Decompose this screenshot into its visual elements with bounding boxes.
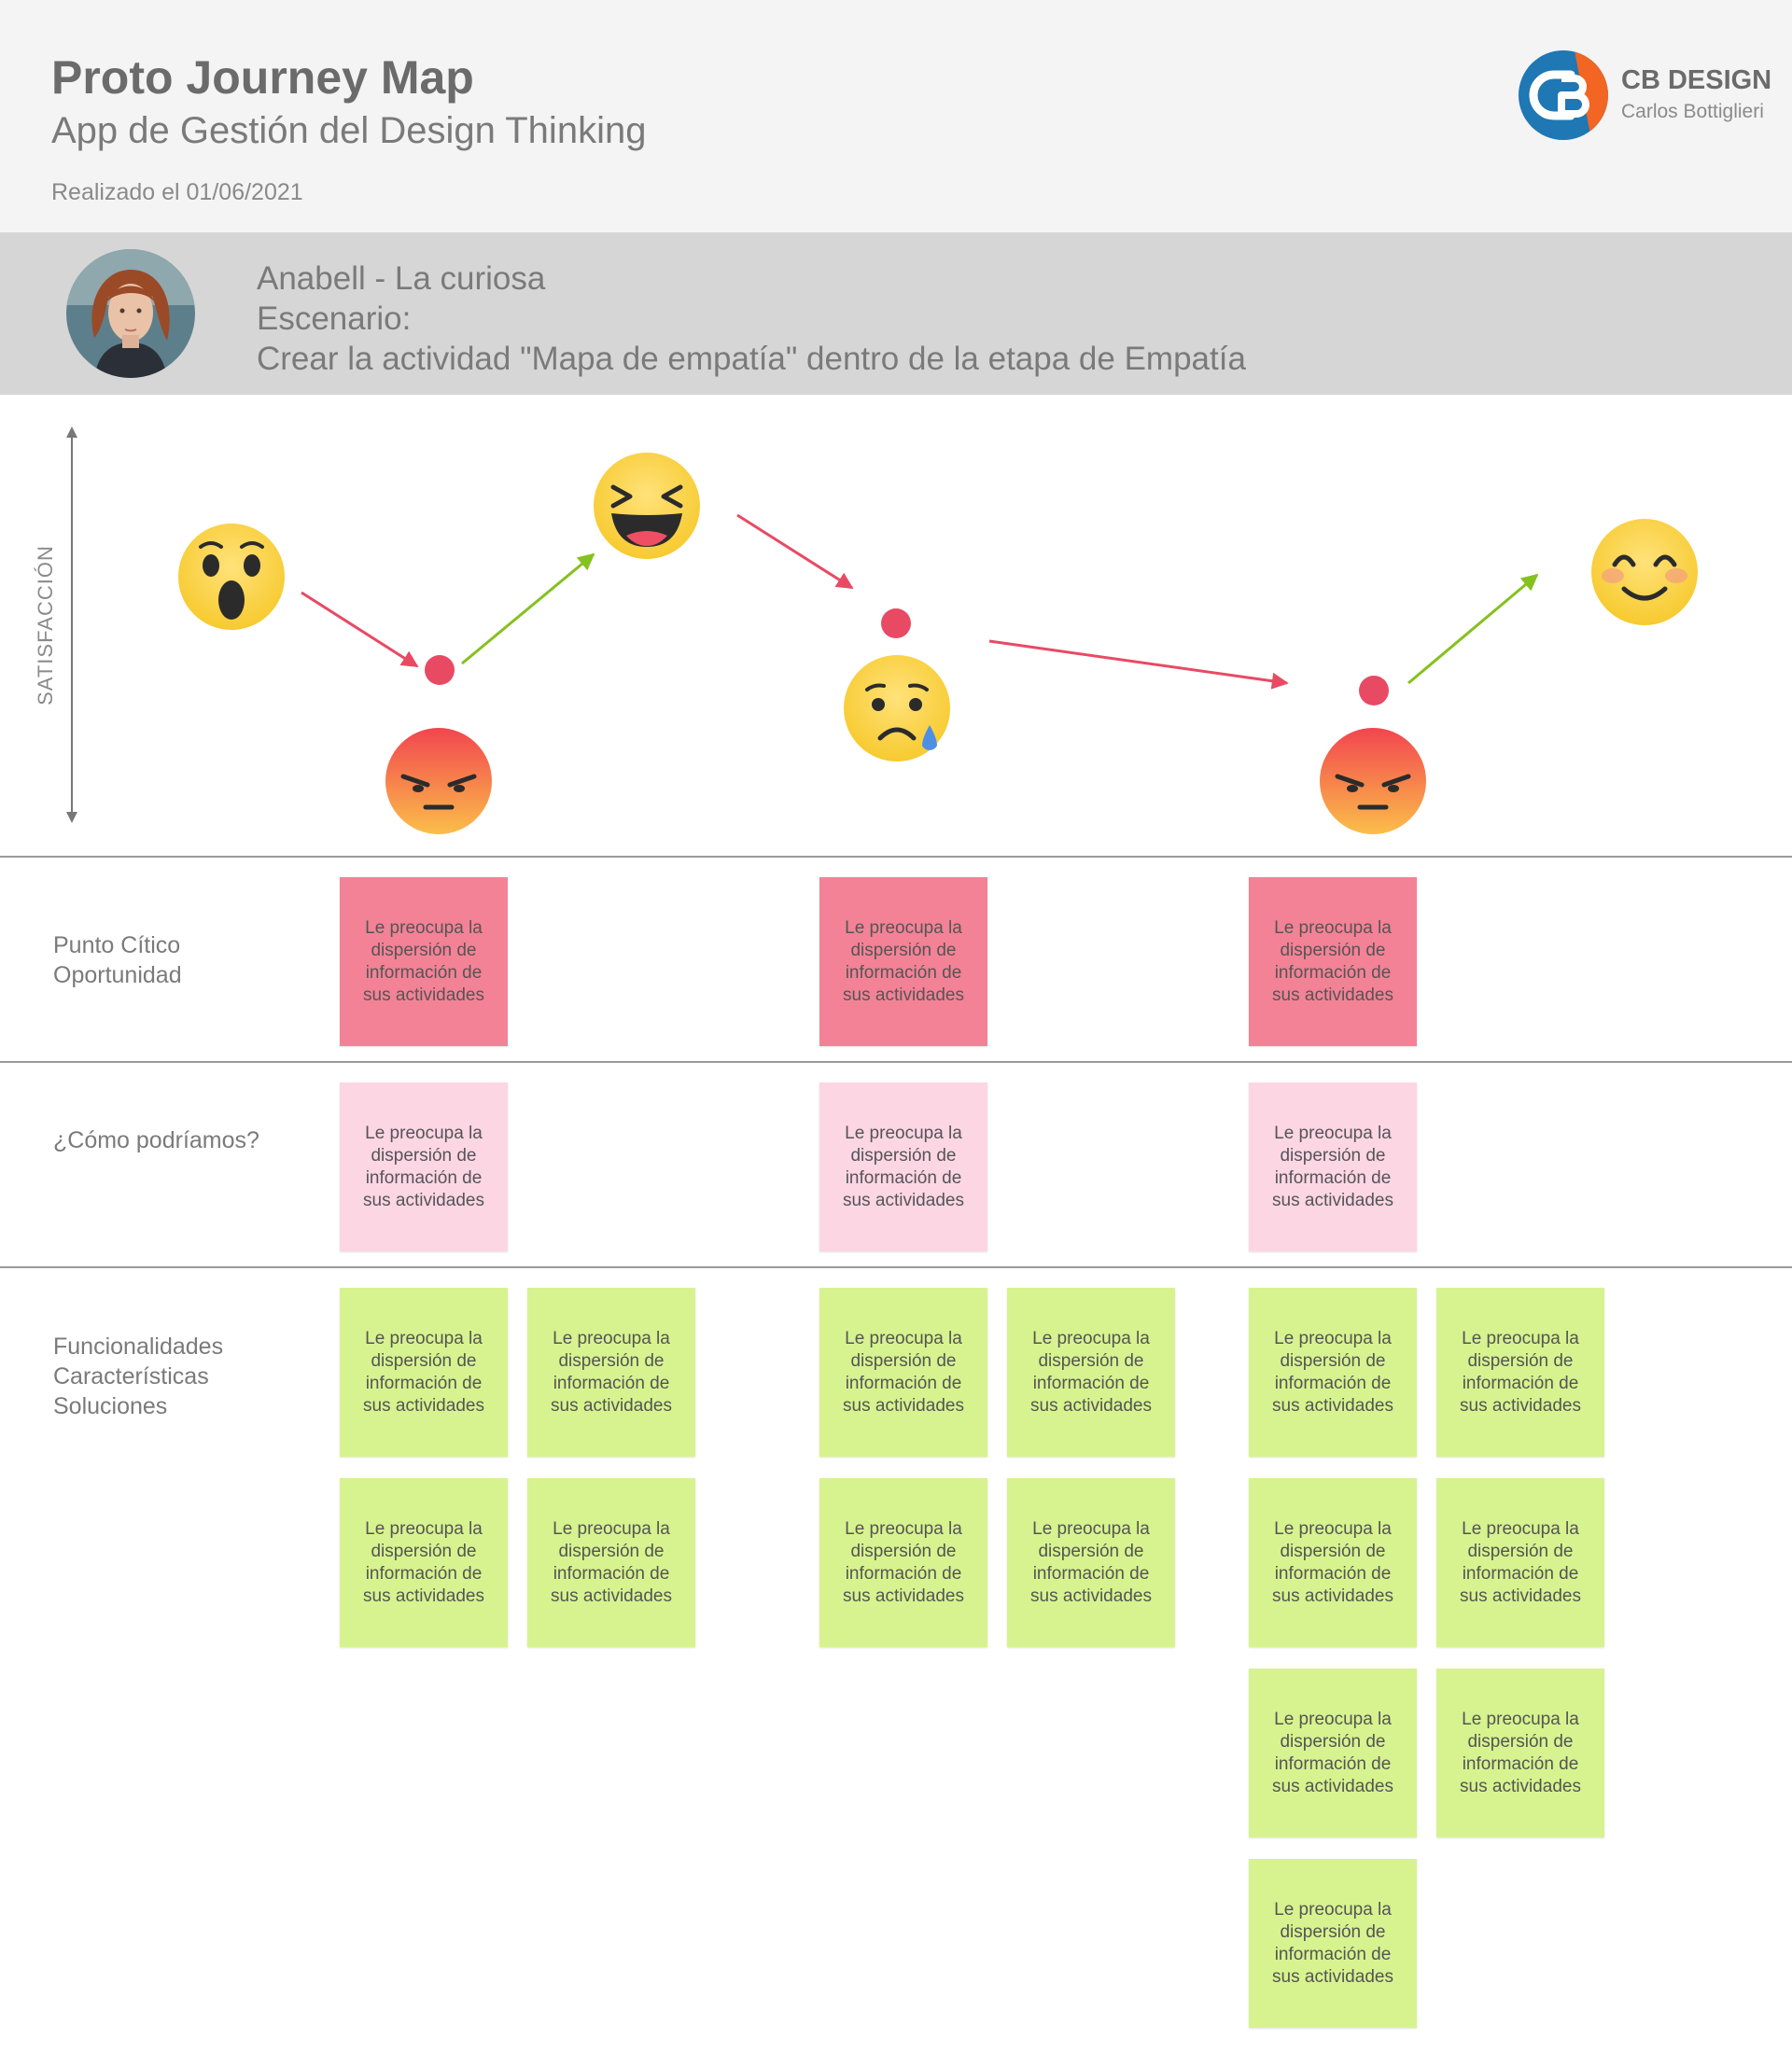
decrease-arrow [988,639,1289,690]
brand-name: CB DESIGN [1621,65,1772,95]
critical-point-note[interactable]: Le preocupa la dispersión de información… [340,877,508,1046]
row-label-features: Funcionalidades Características Solucion… [53,1334,224,1419]
row-label-how-might-we: ¿Cómo podríamos? [53,1127,259,1153]
feature-note[interactable]: Le preocupa la dispersión de información… [527,1478,695,1647]
laughing-emoji [594,453,700,559]
header: Proto Journey Map App de Gestión del Des… [0,0,1792,232]
feature-note[interactable]: Le preocupa la dispersión de información… [1007,1478,1175,1647]
row-divider [0,856,1792,858]
scenario-text: Crear la actividad "Mapa de empatía" den… [257,341,1246,377]
how-might-we-note[interactable]: Le preocupa la dispersión de información… [1249,1082,1417,1251]
persona-name: Anabell - La curiosa [257,260,546,297]
feature-note[interactable]: Le preocupa la dispersión de información… [340,1288,508,1457]
creation-date: Realizado el 01/06/2021 [51,179,303,205]
pain-point-dot [1359,676,1389,705]
row-divider [0,1061,1792,1063]
feature-note[interactable]: Le preocupa la dispersión de información… [1249,1478,1417,1647]
feature-note[interactable]: Le preocupa la dispersión de información… [340,1478,508,1647]
page-subtitle: App de Gestión del Design Thinking [51,110,647,151]
feature-note[interactable]: Le preocupa la dispersión de información… [1436,1288,1604,1457]
persona-avatar [66,249,195,378]
feature-note[interactable]: Le preocupa la dispersión de información… [1249,1859,1417,2028]
how-might-we-note[interactable]: Le preocupa la dispersión de información… [819,1082,987,1251]
increase-arrow [461,552,595,665]
crying-emoji [844,655,950,761]
brand-author: Carlos Bottiglieri [1621,101,1764,122]
pain-point-dot [881,608,911,638]
feature-note[interactable]: Le preocupa la dispersión de información… [1436,1669,1604,1837]
decrease-arrow [301,591,419,668]
row-divider [0,1266,1792,1268]
feature-note[interactable]: Le preocupa la dispersión de información… [819,1288,987,1457]
feature-note[interactable]: Le preocupa la dispersión de información… [1249,1288,1417,1457]
critical-point-note[interactable]: Le preocupa la dispersión de información… [819,877,987,1046]
page-title: Proto Journey Map [51,51,474,104]
feature-note[interactable]: Le preocupa la dispersión de información… [819,1478,987,1647]
emotion-journey [66,426,1698,834]
persona-bar: Anabell - La curiosa Escenario: Crear la… [0,232,1792,395]
decrease-arrow [736,513,854,590]
feature-note[interactable]: Le preocupa la dispersión de información… [1249,1669,1417,1837]
angry-emoji [1320,728,1426,834]
feature-note[interactable]: Le preocupa la dispersión de información… [527,1288,695,1457]
scenario-label: Escenario: [257,300,412,337]
cb-design-logo [1519,50,1608,140]
feature-note[interactable]: Le preocupa la dispersión de información… [1007,1288,1175,1457]
row-label-critical: Punto Cítico Oportunidad [53,932,182,988]
angry-emoji [385,728,492,834]
pain-point-dot [425,655,455,685]
critical-point-note[interactable]: Le preocupa la dispersión de información… [1249,877,1417,1046]
happy-emoji [1591,519,1698,625]
surprised-emoji [178,524,285,630]
increase-arrow [1407,573,1539,685]
feature-note[interactable]: Le preocupa la dispersión de información… [1436,1478,1604,1647]
how-might-we-note[interactable]: Le preocupa la dispersión de información… [340,1082,508,1251]
